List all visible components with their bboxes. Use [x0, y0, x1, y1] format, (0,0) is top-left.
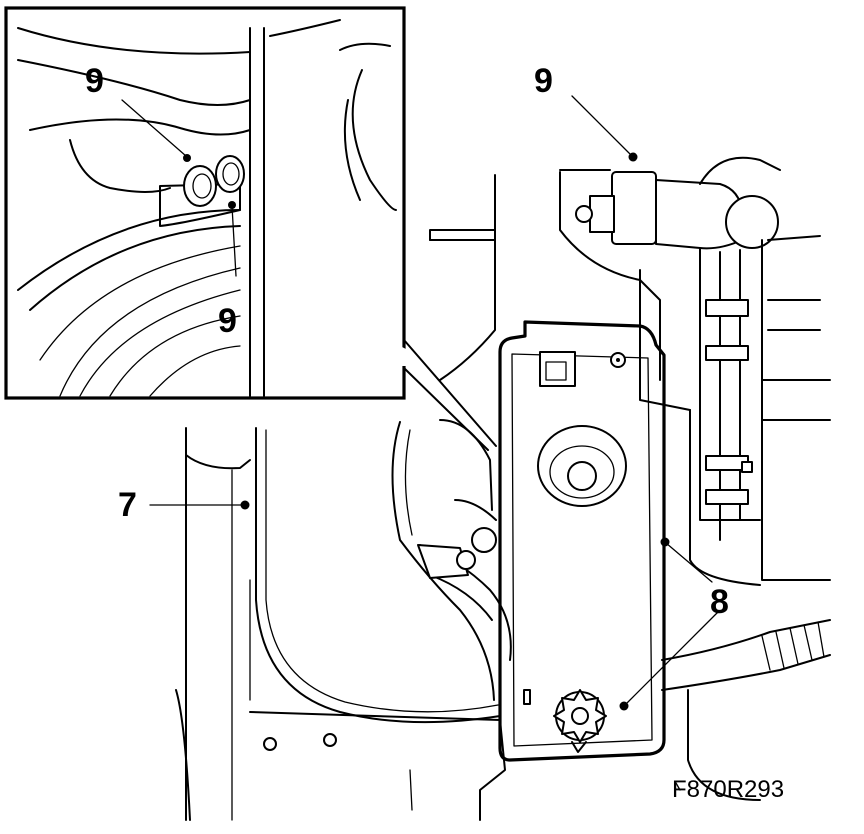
- callout-9-inset-upper: 9: [85, 62, 104, 100]
- sensor-connector: [575, 156, 781, 250]
- callout-8: 8: [710, 583, 729, 621]
- callout-7: 7: [118, 486, 137, 524]
- right-side-components: [639, 235, 831, 586]
- callout-9-inset-lower: 9: [218, 302, 237, 340]
- inset-detail: [4, 6, 406, 400]
- mounting-plate: [498, 320, 666, 762]
- fender-panel: [175, 427, 251, 821]
- figure-code: F870R293: [672, 776, 784, 803]
- braided-hose: [661, 619, 831, 801]
- callout-9-main: 9: [534, 62, 553, 100]
- intake-hose: [255, 421, 512, 724]
- labels: 9 9 9 7 8 F870R293: [85, 62, 784, 803]
- inset-pointer: [400, 339, 497, 451]
- callout-leaders: [149, 95, 719, 791]
- hose-clamp: [417, 527, 497, 579]
- engine-bay-drawing: [175, 156, 831, 821]
